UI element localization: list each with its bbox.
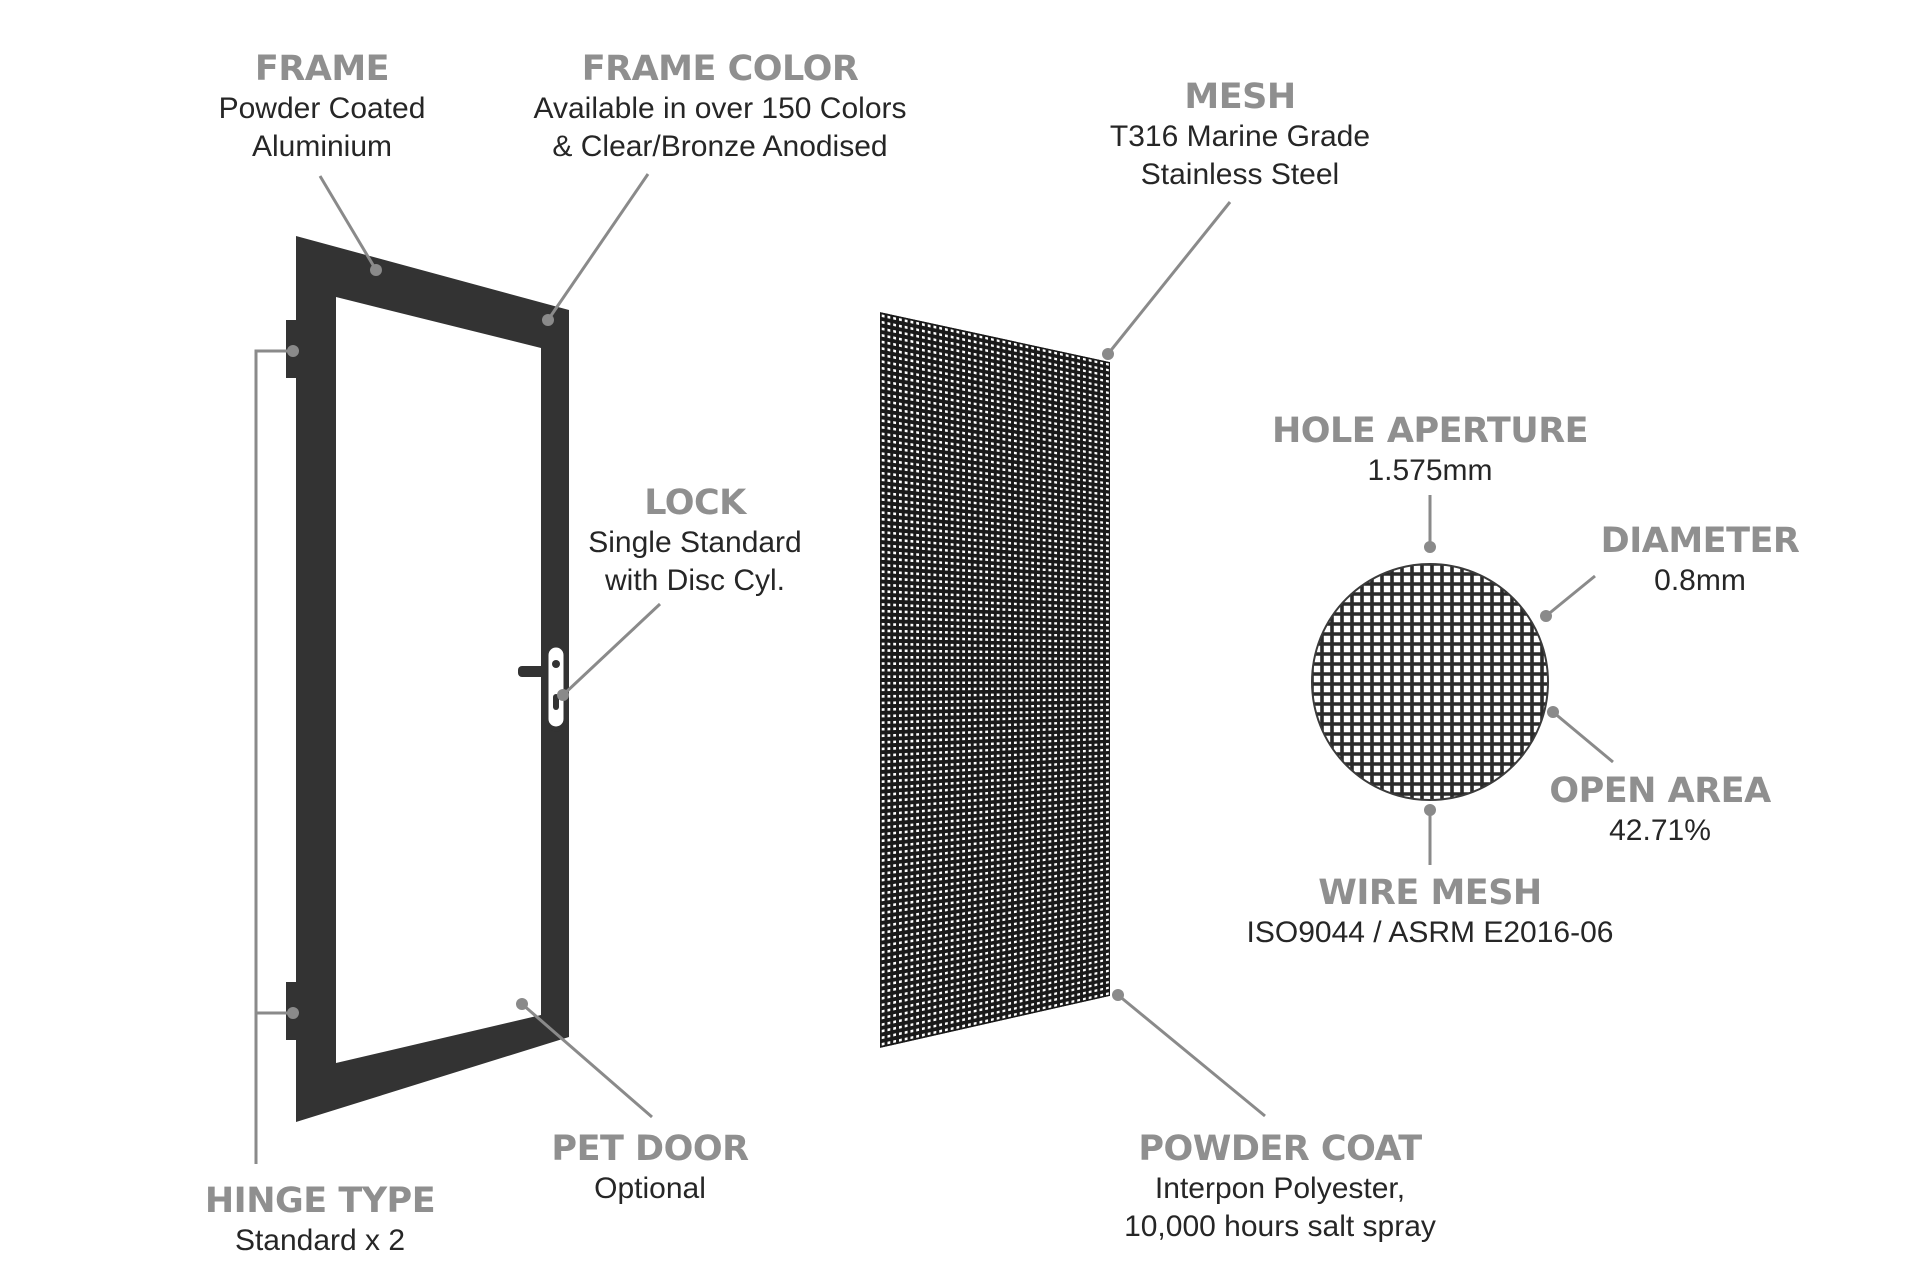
label-frame: FRAME Powder Coated Aluminium — [172, 48, 472, 166]
label-diameter: DIAMETER 0.8mm — [1580, 520, 1820, 600]
label-frame-color: FRAME COLOR Available in over 150 Colors… — [510, 48, 930, 166]
lock-line1: Single Standard — [588, 526, 802, 559]
label-mesh: MESH T316 Marine Grade Stainless Steel — [1080, 76, 1400, 194]
frame-color-line1: Available in over 150 Colors — [533, 92, 907, 125]
leader-open-area — [1552, 710, 1614, 764]
leader-pet-door — [521, 1002, 653, 1119]
leader-powder-coat — [1117, 993, 1266, 1118]
frame-color-line2: & Clear/Bronze Anodised — [552, 130, 888, 163]
label-pet-door: PET DOOR Optional — [530, 1128, 770, 1208]
powder-coat-title: POWDER COAT — [1138, 1129, 1422, 1169]
dot-lock — [557, 689, 569, 701]
leader-lock — [561, 602, 662, 697]
pet-door-line1: Optional — [594, 1172, 706, 1205]
dot-hinge-bottom — [287, 1007, 299, 1019]
wire-mesh-line1: ISO9044 / ASRM E2016-06 — [1246, 916, 1614, 949]
hole-aperture-line1: 1.575mm — [1367, 454, 1493, 487]
label-open-area: OPEN AREA 42.71% — [1530, 770, 1790, 850]
leader-frame — [318, 175, 378, 271]
lock-handle — [518, 642, 569, 732]
leader-lines — [254, 173, 1614, 1164]
door-frame — [296, 236, 569, 1122]
label-powder-coat: POWDER COAT Interpon Polyester, 10,000 h… — [1100, 1128, 1460, 1246]
dot-frame — [370, 264, 382, 276]
mesh-line1: T316 Marine Grade — [1109, 120, 1371, 153]
dot-hole-aperture — [1424, 541, 1436, 553]
lock-line2: with Disc Cyl. — [604, 564, 785, 597]
frame-title: FRAME — [254, 49, 390, 89]
dot-diameter — [1540, 610, 1552, 622]
diameter-title: DIAMETER — [1600, 521, 1800, 561]
label-wire-mesh: WIRE MESH ISO9044 / ASRM E2016-06 — [1240, 872, 1620, 952]
leader-dots — [287, 264, 1559, 1019]
frame-color-title: FRAME COLOR — [581, 49, 859, 89]
frame-line2: Aluminium — [251, 130, 393, 163]
open-area-title: OPEN AREA — [1549, 771, 1771, 811]
dot-hinge-top — [287, 345, 299, 357]
leader-mesh — [1106, 201, 1232, 355]
hole-aperture-title: HOLE APERTURE — [1271, 411, 1589, 451]
dot-wire-mesh — [1424, 804, 1436, 816]
pet-door-title: PET DOOR — [551, 1129, 749, 1169]
leader-hinge — [254, 349, 293, 1164]
hinge-type-title: HINGE TYPE — [204, 1181, 436, 1221]
powder-coat-line2: 10,000 hours salt spray — [1124, 1210, 1436, 1243]
dot-frame-color — [542, 314, 554, 326]
dot-powder-coat — [1112, 989, 1124, 1001]
leader-frame-color — [546, 173, 650, 321]
mesh-panel — [880, 312, 1110, 1048]
diameter-line1: 0.8mm — [1654, 564, 1746, 597]
frame-line1: Powder Coated — [218, 92, 426, 125]
mesh-title: MESH — [1184, 77, 1296, 117]
leader-diameter — [1545, 574, 1596, 618]
dot-mesh — [1102, 348, 1114, 360]
dot-open-area — [1547, 706, 1559, 718]
mesh-closeup-circle — [1311, 563, 1549, 801]
wire-mesh-title: WIRE MESH — [1318, 873, 1542, 913]
label-hole-aperture: HOLE APERTURE 1.575mm — [1270, 410, 1590, 490]
label-hinge-type: HINGE TYPE Standard x 2 — [190, 1180, 450, 1260]
label-lock: LOCK Single Standard with Disc Cyl. — [550, 482, 840, 600]
dot-pet-door — [516, 998, 528, 1010]
mesh-line2: Stainless Steel — [1140, 158, 1340, 191]
lock-title: LOCK — [644, 483, 746, 523]
open-area-line1: 42.71% — [1609, 814, 1711, 847]
hinge-type-line1: Standard x 2 — [234, 1224, 406, 1257]
powder-coat-line1: Interpon Polyester, — [1154, 1172, 1406, 1205]
